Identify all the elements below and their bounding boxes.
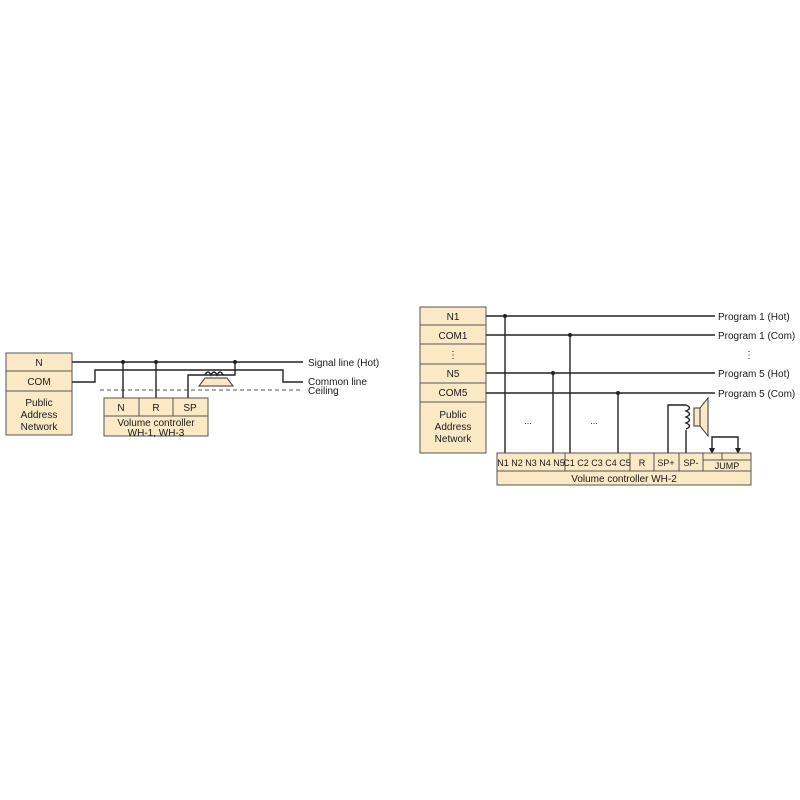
ellipsis-c: ...: [590, 416, 598, 426]
right-pa-name-line1: Public: [439, 410, 466, 421]
right-pa-cell-com5: COM5: [439, 388, 468, 399]
left-diagram: N COM Public Address Network: [5, 352, 379, 439]
vc-name: Volume controller WH-2: [571, 474, 677, 485]
right-speaker-icon: [667, 396, 709, 453]
left-volume-controller: N R SP Volume controller WH-1, WH-3: [103, 397, 209, 439]
right-pa-cell-dots: ⋮: [448, 350, 458, 361]
program-5-com-label: Program 5 (Com): [718, 389, 795, 400]
left-speaker-icon: [198, 371, 234, 387]
program-1-hot-label: Program 1 (Hot): [718, 312, 790, 323]
ceiling-label: Ceiling: [308, 386, 339, 397]
left-vc-terminal-n: N: [117, 403, 124, 414]
program-1-com-label: Program 1 (Com): [718, 331, 795, 342]
right-pa-network-box: N1 COM1 ⋮ N5 COM5 Public Address Network: [419, 306, 487, 454]
left-vc-name-line1: Volume controller: [117, 418, 195, 429]
jump-arrows-icon: [709, 436, 741, 454]
left-pa-name-line2: Address: [21, 410, 58, 421]
right-pa-cell-com1: COM1: [439, 331, 468, 342]
right-program-lines: ... ...: [486, 314, 715, 453]
vc-terminal-sp-plus: SP+: [657, 458, 674, 468]
vc-terminals-n: N1 N2 N3 N4 N5: [497, 458, 565, 468]
vc-terminal-jump: JUMP: [715, 461, 740, 471]
left-wires: [72, 360, 303, 398]
program-5-hot-label: Program 5 (Hot): [718, 369, 790, 380]
right-volume-controller: N1 N2 N3 N4 N5 C1 C2 C3 C4 C5 R SP+ SP- …: [496, 452, 752, 486]
ellipsis-n: ...: [524, 416, 532, 426]
left-vc-terminal-r: R: [152, 403, 159, 414]
left-pa-cell-n: N: [35, 358, 42, 369]
program-dots-label: ⋮: [744, 350, 754, 361]
left-pa-network-box: N COM Public Address Network: [5, 352, 73, 436]
right-pa-cell-n1: N1: [447, 312, 460, 323]
right-diagram: N1 COM1 ⋮ N5 COM5 Public Address Network…: [419, 306, 795, 486]
vc-terminals-c: C1 C2 C3 C4 C5: [563, 458, 631, 468]
right-pa-name-line2: Address: [435, 422, 472, 433]
right-pa-cell-n5: N5: [447, 369, 460, 380]
left-vc-name-line2: WH-1, WH-3: [128, 428, 185, 439]
vc-terminal-sp-minus: SP-: [683, 458, 698, 468]
common-line-label: Common line: [308, 377, 367, 388]
vc-terminal-r: R: [639, 458, 646, 468]
left-pa-name-line1: Public: [25, 398, 52, 409]
left-vc-terminal-sp: SP: [183, 403, 197, 414]
left-pa-name-line3: Network: [21, 422, 59, 433]
right-pa-name-line3: Network: [435, 434, 473, 445]
signal-line-label: Signal line (Hot): [308, 358, 379, 369]
left-pa-cell-com: COM: [27, 377, 50, 388]
